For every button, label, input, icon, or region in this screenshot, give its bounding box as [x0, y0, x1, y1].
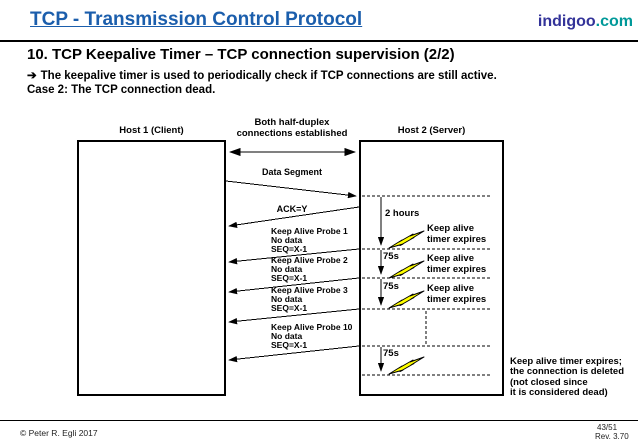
- probe10-arrow: [228, 345, 360, 363]
- timer-2hours-label: 2 hours: [385, 208, 420, 219]
- lightning-bolt-icon: [388, 356, 425, 375]
- footer-divider: [0, 420, 638, 421]
- probe3-arrow: [228, 308, 360, 325]
- timer-75s-label: 75s: [383, 251, 399, 262]
- probe3-label: Keep Alive Probe 3 No data SEQ=X-1: [271, 285, 348, 314]
- connection-deleted-note: Keep alive timer expires; the connection…: [510, 356, 625, 399]
- host2-label: Host 2 (Server): [397, 125, 466, 136]
- ack-arrow: [228, 206, 360, 228]
- page-title: TCP - Transmission Control Protocol: [30, 9, 363, 30]
- lightning-bolt-icon: [388, 260, 425, 279]
- ack-label: ACK=Y: [276, 204, 308, 214]
- probe2-label: Keep Alive Probe 2 No data SEQ=X-1: [271, 255, 348, 284]
- lightning-bolt-icon: [388, 290, 425, 309]
- page-number: 43/51: [597, 423, 618, 432]
- timer-expires-label: Keep alive timer expires: [427, 253, 487, 275]
- header-divider: [0, 40, 638, 42]
- data-segment-arrow: [225, 180, 357, 199]
- probe1-arrow: [228, 248, 360, 265]
- host1-box: [77, 140, 226, 396]
- slide-title: 10. TCP Keepalive Timer – TCP connection…: [27, 46, 455, 63]
- case-line: Case 2: The TCP connection dead.: [27, 84, 216, 96]
- timer-75s-label: 75s: [383, 348, 399, 359]
- copyright: © Peter R. Egli 2017: [20, 428, 98, 438]
- established-label: Both half-duplex connections established: [236, 117, 348, 139]
- probe1-label: Keep Alive Probe 1 No data SEQ=X-1: [271, 226, 348, 255]
- bullet-line: ➔The keepalive timer is used to periodic…: [27, 68, 497, 82]
- brand-name: indigoo: [537, 13, 596, 30]
- revision-number: Rev. 3.70: [595, 432, 629, 441]
- timer-75s-label: 75s: [383, 281, 399, 292]
- brand-logo: indigoo.com: [538, 13, 633, 31]
- probe10-label: Keep Alive Probe 10 No data SEQ=X-1: [271, 322, 353, 351]
- bullet-text: The keepalive timer is used to periodica…: [40, 70, 497, 82]
- probe2-arrow: [228, 277, 360, 295]
- timer-expires-label: Keep alive timer expires: [427, 223, 487, 245]
- bullet-arrow-icon: ➔: [27, 70, 37, 82]
- host1-label: Host 1 (Client): [119, 125, 184, 136]
- brand-tld: .com: [595, 13, 633, 30]
- data-segment-label: Data Segment: [261, 167, 323, 177]
- timer-expires-label: Keep alive timer expires: [427, 283, 487, 305]
- lightning-bolt-icon: [388, 230, 425, 249]
